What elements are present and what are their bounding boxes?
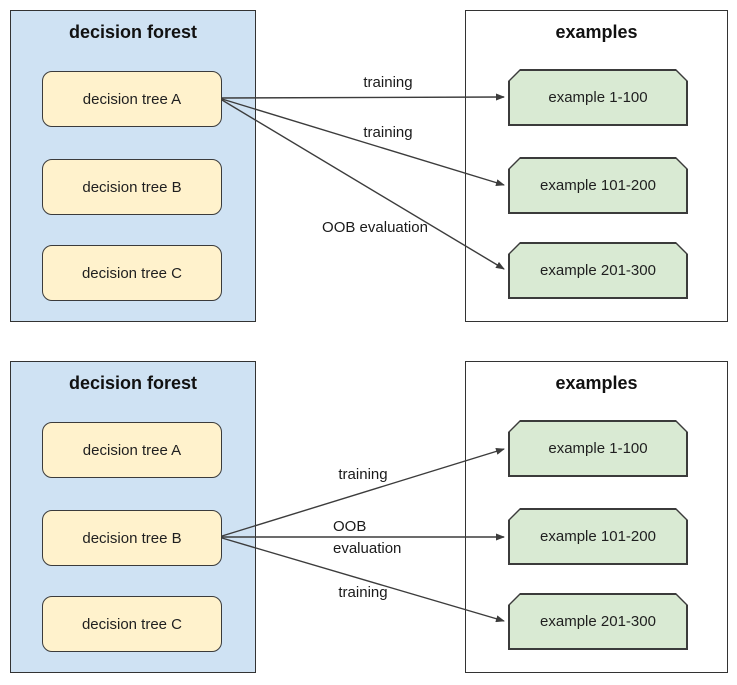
tree-node-label: decision tree A <box>82 441 182 459</box>
arrow-label-training-2: training <box>363 124 413 141</box>
tree-node-b: decision tree B <box>42 510 222 566</box>
tree-node-label: decision tree B <box>82 529 182 547</box>
diagram-top: decision forest decision tree A decision… <box>0 10 737 322</box>
tree-node-label: decision tree C <box>81 264 183 282</box>
arrow-label-oob-evaluation: OOB evaluation <box>333 516 423 560</box>
example-node-101-200: example 101-200 <box>508 157 688 214</box>
arrow-label-training-1: training <box>338 466 388 483</box>
arrow-label-training-2: training <box>338 584 388 601</box>
examples-title: examples <box>555 22 638 42</box>
example-node-201-300: example 201-300 <box>508 242 688 299</box>
examples-container: examples example 1-100 example 101-200 e… <box>465 361 728 673</box>
example-node-label: example 101-200 <box>540 528 656 545</box>
arrow-label-line: evaluation <box>333 540 402 557</box>
example-node-1-100: example 1-100 <box>508 420 688 477</box>
forest-title: decision forest <box>68 373 198 393</box>
diagram-bottom: decision forest decision tree A decision… <box>0 361 737 673</box>
forest-container: decision forest decision tree A decision… <box>10 10 256 322</box>
arrow-label-training-1: training <box>363 74 413 91</box>
forest-title: decision forest <box>68 22 198 42</box>
arrow-treeA-training-1 <box>221 93 505 101</box>
forest-container: decision forest decision tree A decision… <box>10 361 256 673</box>
examples-container: examples example 1-100 example 101-200 e… <box>465 10 728 322</box>
tree-node-a: decision tree A <box>42 422 222 478</box>
examples-title: examples <box>555 373 638 393</box>
example-node-1-100: example 1-100 <box>508 69 688 126</box>
example-node-label: example 201-300 <box>540 613 656 630</box>
tree-node-label: decision tree B <box>82 178 182 196</box>
example-node-101-200: example 101-200 <box>508 508 688 565</box>
example-node-201-300: example 201-300 <box>508 593 688 650</box>
example-node-label: example 201-300 <box>540 262 656 279</box>
arrow-label-line: OOB <box>333 518 367 535</box>
tree-node-c: decision tree C <box>42 596 222 652</box>
tree-node-c: decision tree C <box>42 245 222 301</box>
tree-node-label: decision tree C <box>81 615 183 633</box>
example-node-label: example 1-100 <box>548 440 648 457</box>
arrow-treeA-training-2 <box>221 98 505 187</box>
tree-node-b: decision tree B <box>42 159 222 215</box>
example-node-label: example 1-100 <box>548 89 648 106</box>
tree-node-a: decision tree A <box>42 71 222 127</box>
example-node-label: example 101-200 <box>540 177 656 194</box>
arrow-label-oob-evaluation: OOB evaluation <box>322 219 428 236</box>
tree-node-label: decision tree A <box>82 90 182 108</box>
